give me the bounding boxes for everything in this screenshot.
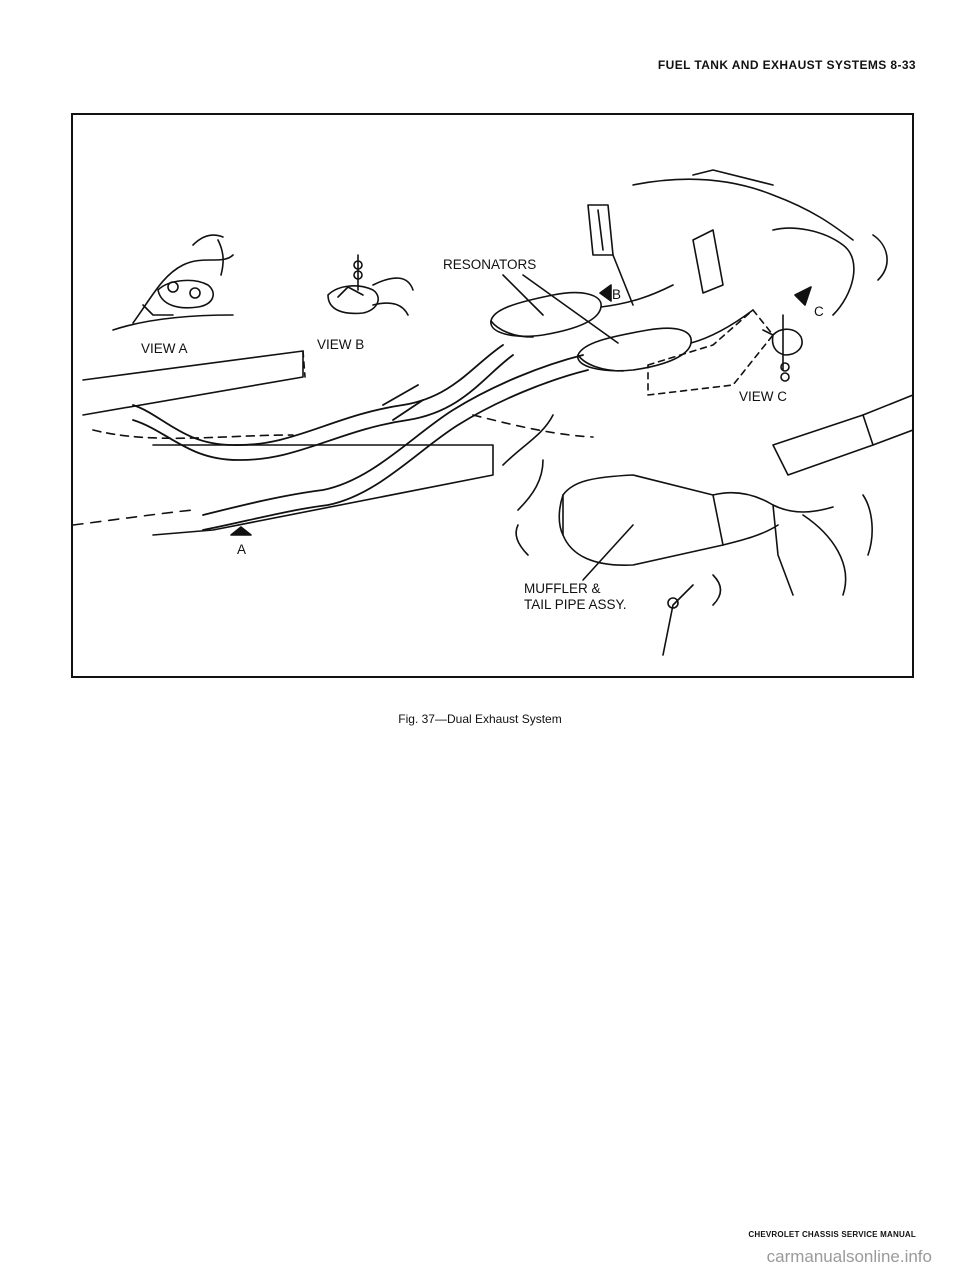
view-a-label: VIEW A xyxy=(141,341,188,356)
manual-footer-title: CHEVROLET CHASSIS SERVICE MANUAL xyxy=(748,1230,916,1239)
muffler-label-line1: MUFFLER & xyxy=(524,581,601,596)
exhaust-pipes xyxy=(132,344,589,531)
marker-b-arrow xyxy=(599,284,612,302)
resonators xyxy=(490,284,754,372)
muffler-tailpipe xyxy=(502,394,912,656)
marker-a-label: A xyxy=(237,542,247,557)
view-b-detail xyxy=(327,254,414,316)
marker-a-arrow xyxy=(230,526,252,536)
figure-illustration: RESONATORS VIEW A VIEW B VIEW C B C A MU… xyxy=(71,113,914,678)
view-a-detail xyxy=(112,234,234,331)
figure-caption: Fig. 37—Dual Exhaust System xyxy=(398,712,562,726)
view-c-label: VIEW C xyxy=(739,389,788,404)
marker-b-label: B xyxy=(612,287,622,302)
exhaust-system-drawing xyxy=(73,169,912,656)
frame-rail xyxy=(82,350,494,536)
page-header: FUEL TANK AND EXHAUST SYSTEMS 8-33 xyxy=(657,58,916,72)
rear-hangers xyxy=(587,169,888,396)
muffler-leader xyxy=(582,524,634,581)
marker-c-arrow xyxy=(794,286,812,306)
resonators-label: RESONATORS xyxy=(443,257,537,272)
view-c-detail xyxy=(762,314,803,382)
resonators-leader-1 xyxy=(502,274,544,316)
view-b-label: VIEW B xyxy=(317,337,365,352)
watermark-url: carmanualsonline.info xyxy=(766,1247,932,1266)
muffler-label-line2: TAIL PIPE ASSY. xyxy=(524,597,627,612)
resonators-leader-2 xyxy=(522,274,619,344)
marker-c-label: C xyxy=(814,304,824,319)
